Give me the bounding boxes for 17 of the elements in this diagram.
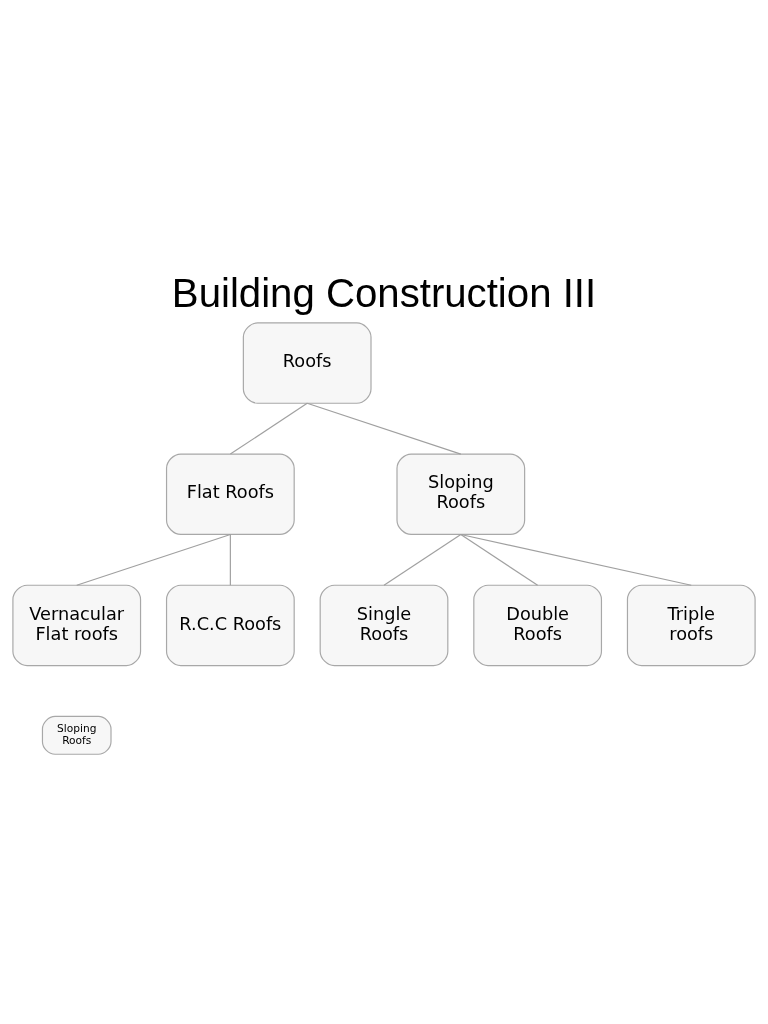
connector	[76, 533, 231, 586]
connector	[229, 402, 308, 455]
node-box: Sloping Roofs	[41, 715, 112, 755]
node-box: Single Roofs	[319, 584, 449, 667]
node-box: Triple roofs	[626, 584, 756, 667]
node-box: Roofs	[242, 322, 372, 404]
node-box: R.C.C Roofs	[165, 584, 295, 667]
diagram-title: Building Construction III	[171, 270, 597, 316]
connector	[383, 533, 462, 586]
node-box: Flat Roofs	[165, 453, 295, 536]
node-box: Double Roofs	[473, 584, 603, 667]
connector	[229, 533, 231, 586]
connector	[460, 533, 539, 586]
node-box: Vernacular Flat roofs	[12, 584, 142, 667]
connector	[460, 533, 692, 586]
connector	[306, 402, 462, 455]
node-box: Sloping Roofs	[396, 453, 526, 536]
